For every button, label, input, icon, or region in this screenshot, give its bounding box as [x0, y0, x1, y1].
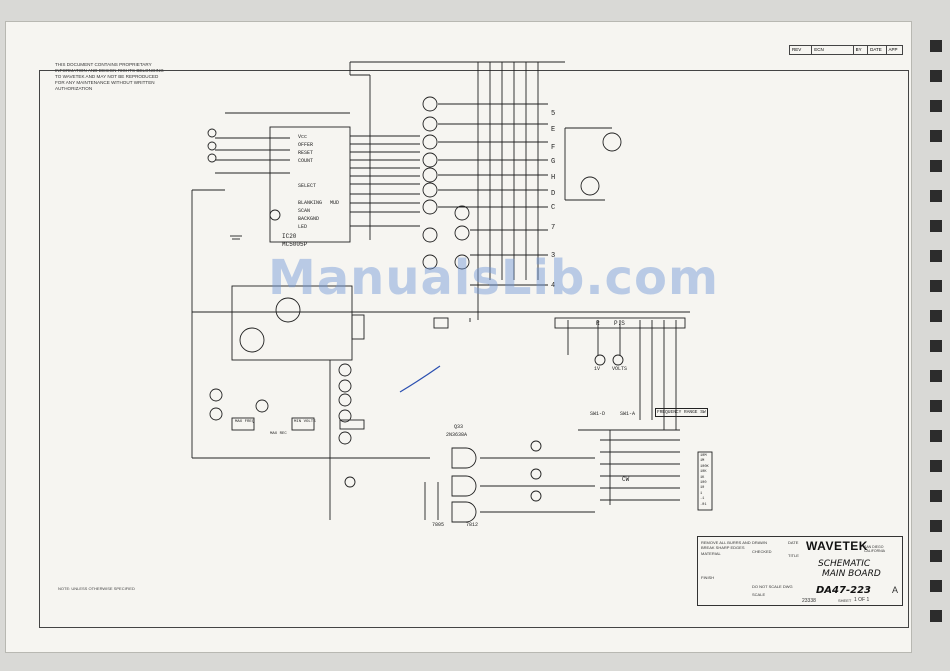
pin-name-led: LED — [298, 224, 308, 230]
range-item: 1M — [700, 459, 705, 464]
range-item: 100K — [700, 464, 709, 469]
drawing-frame — [39, 70, 909, 628]
pin-name-backgnd: BACKGND — [298, 216, 320, 222]
schematic-sheet — [6, 22, 911, 652]
label-7812: 7812 — [466, 522, 479, 528]
range-item: 10K — [700, 470, 707, 475]
rev-col: REV — [790, 46, 813, 54]
range-list: 10M 1M 100K 10K 1K 100 10 1 .1 .01 — [700, 454, 712, 508]
proprietary-notice: THIS DOCUMENT CONTAINS PROPRIETARY INFOR… — [55, 62, 164, 91]
ic-part: MC5005P — [282, 241, 308, 248]
ic-label: IC20 — [282, 233, 297, 240]
label-max-freq: MAX FREQ — [235, 420, 255, 424]
label-1v: 1V — [594, 366, 601, 372]
drawing-number: DA47-223 — [816, 585, 871, 596]
title-block: REMOVE ALL BURRS AND BREAK SHARP EDGES M… — [697, 536, 903, 606]
label-q33: Q33 — [454, 424, 464, 430]
sheet-label: SHEET — [838, 598, 852, 603]
pin-name-vcc: Vcc — [298, 134, 308, 140]
range-item: .01 — [700, 502, 707, 507]
conn-pin-3: 3 — [551, 252, 556, 260]
pin-name-scan: SCAN — [298, 208, 311, 214]
date-col: DATE — [868, 46, 887, 54]
conn-pin-f: F — [551, 144, 556, 152]
date-label: DATE — [788, 540, 799, 545]
range-item: 1K — [700, 475, 705, 480]
ecn-col: ECN — [812, 46, 854, 54]
finish-label: FINISH — [701, 575, 715, 580]
range-item: 100 — [700, 481, 707, 486]
label-switch-d: SW1-D — [590, 411, 606, 417]
pin-name-select: SELECT — [298, 183, 317, 189]
pin-name-mud: MUD — [330, 200, 340, 206]
conn-pin-4: 4 — [551, 282, 556, 290]
label-switch-a: SW1-A — [620, 411, 636, 417]
pin-name-blanking: BLANKING — [298, 200, 323, 206]
label-freq-range: FREQUENCY RANGE SW — [655, 408, 708, 417]
conn-pin-g: G — [551, 158, 556, 166]
revision-letter: A — [892, 585, 899, 595]
label-max-rec: MAX REC — [270, 432, 287, 436]
material-label: MATERIAL — [701, 551, 721, 556]
range-item: .1 — [700, 497, 705, 502]
pin-name-offer: OFFER — [298, 142, 314, 148]
wavetek-logo: WAVETEK — [806, 539, 868, 553]
drawing-title-line2: MAIN BOARD — [822, 569, 881, 579]
revision-block: REV ECN BY DATE APP — [789, 45, 903, 55]
conn-pin-h: H — [551, 174, 556, 182]
range-item: 10M — [700, 454, 707, 458]
label-volts: VOLTS — [612, 366, 628, 372]
label-ps: P.S — [614, 320, 625, 327]
conn-pin-d: D — [551, 190, 556, 198]
label-cw: CW — [622, 476, 630, 483]
conn-pin-c: C — [551, 204, 556, 212]
sheet-number: 1 OF 1 — [854, 597, 870, 603]
conn-pin-7: 7 — [551, 224, 556, 232]
checked-label: CHECKED — [752, 549, 772, 554]
footer-note: NOTE: UNLESS OTHERWISE SPECIFIED — [58, 586, 135, 591]
label-7805: 7805 — [432, 522, 445, 528]
title-label: TITLE — [788, 553, 799, 558]
label-r: R — [596, 320, 600, 327]
do-not-scale: DO NOT SCALE DWG — [752, 584, 793, 589]
conn-pin-5: 5 — [551, 110, 556, 118]
scale-label: SCALE — [752, 592, 766, 597]
label-q33-part: 2N3638A — [446, 432, 468, 438]
conn-pin-e: E — [551, 126, 556, 134]
app-col: APP — [888, 47, 898, 52]
range-item: 10 — [700, 486, 705, 491]
pin-name-reset: RESET — [298, 150, 314, 156]
range-item: 1 — [700, 491, 703, 496]
by-col: BY — [854, 46, 869, 54]
label-min-volts: MIN VOLTS — [294, 420, 316, 424]
brand-subtitle: SAN DIEGO CALIFORNIA — [864, 545, 886, 553]
code-ident: 23338 — [802, 598, 816, 604]
watermark: ManualsLib.com — [268, 250, 719, 306]
drawn-label: DRAWN — [752, 540, 767, 545]
pin-name-count: COUNT — [298, 158, 314, 164]
tolerance-note: REMOVE ALL BURRS AND BREAK SHARP EDGES — [701, 540, 751, 550]
drawing-title-line1: SCHEMATIC — [818, 559, 871, 569]
